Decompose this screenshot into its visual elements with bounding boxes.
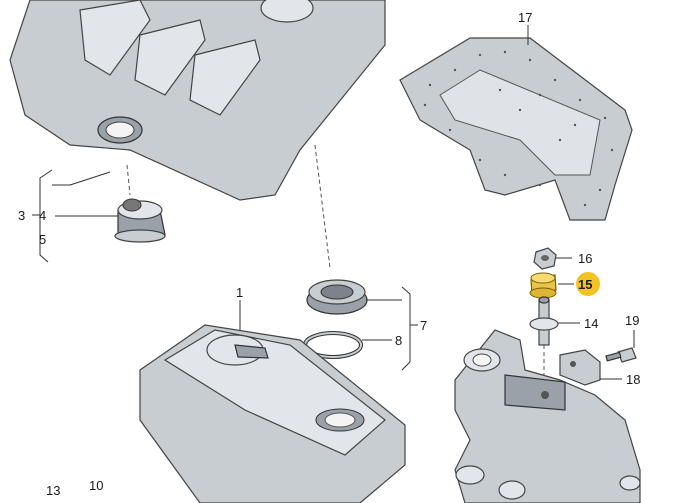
callout-15: 15 (578, 277, 592, 292)
valve-cover-part-1[interactable] (139, 324, 406, 503)
callout-3: 3 (18, 208, 25, 223)
exhaust-manifold[interactable] (454, 329, 641, 503)
heat-shield-part-17[interactable] (399, 37, 633, 221)
callout-18: 18 (626, 372, 640, 387)
nut-part-16[interactable] (533, 247, 557, 270)
callout-17: 17 (518, 10, 532, 25)
callout-5: 5 (39, 232, 46, 247)
callout-10: 10 (89, 478, 103, 493)
callout-19: 19 (625, 313, 639, 328)
grommet-part-4[interactable] (114, 198, 166, 243)
callout-13: 13 (46, 483, 60, 498)
bracket-part-18[interactable] (559, 349, 601, 386)
callout-14: 14 (584, 316, 598, 331)
leader-lines (32, 25, 635, 380)
callout-7: 7 (420, 318, 427, 333)
part-15-highlighted[interactable] (529, 272, 557, 299)
engine-cover[interactable] (9, 0, 386, 201)
stud-part-14[interactable] (529, 296, 559, 346)
callout-4: 4 (39, 208, 46, 223)
callout-15-highlight (576, 272, 600, 296)
callout-1: 1 (236, 285, 243, 300)
bolt-part-19[interactable] (605, 347, 637, 363)
callout-16: 16 (578, 251, 592, 266)
seal-part-7[interactable] (306, 279, 368, 315)
callout-labels: 1 3 4 5 7 8 10 13 14 15 16 17 18 19 (18, 10, 640, 498)
callout-8: 8 (395, 333, 402, 348)
